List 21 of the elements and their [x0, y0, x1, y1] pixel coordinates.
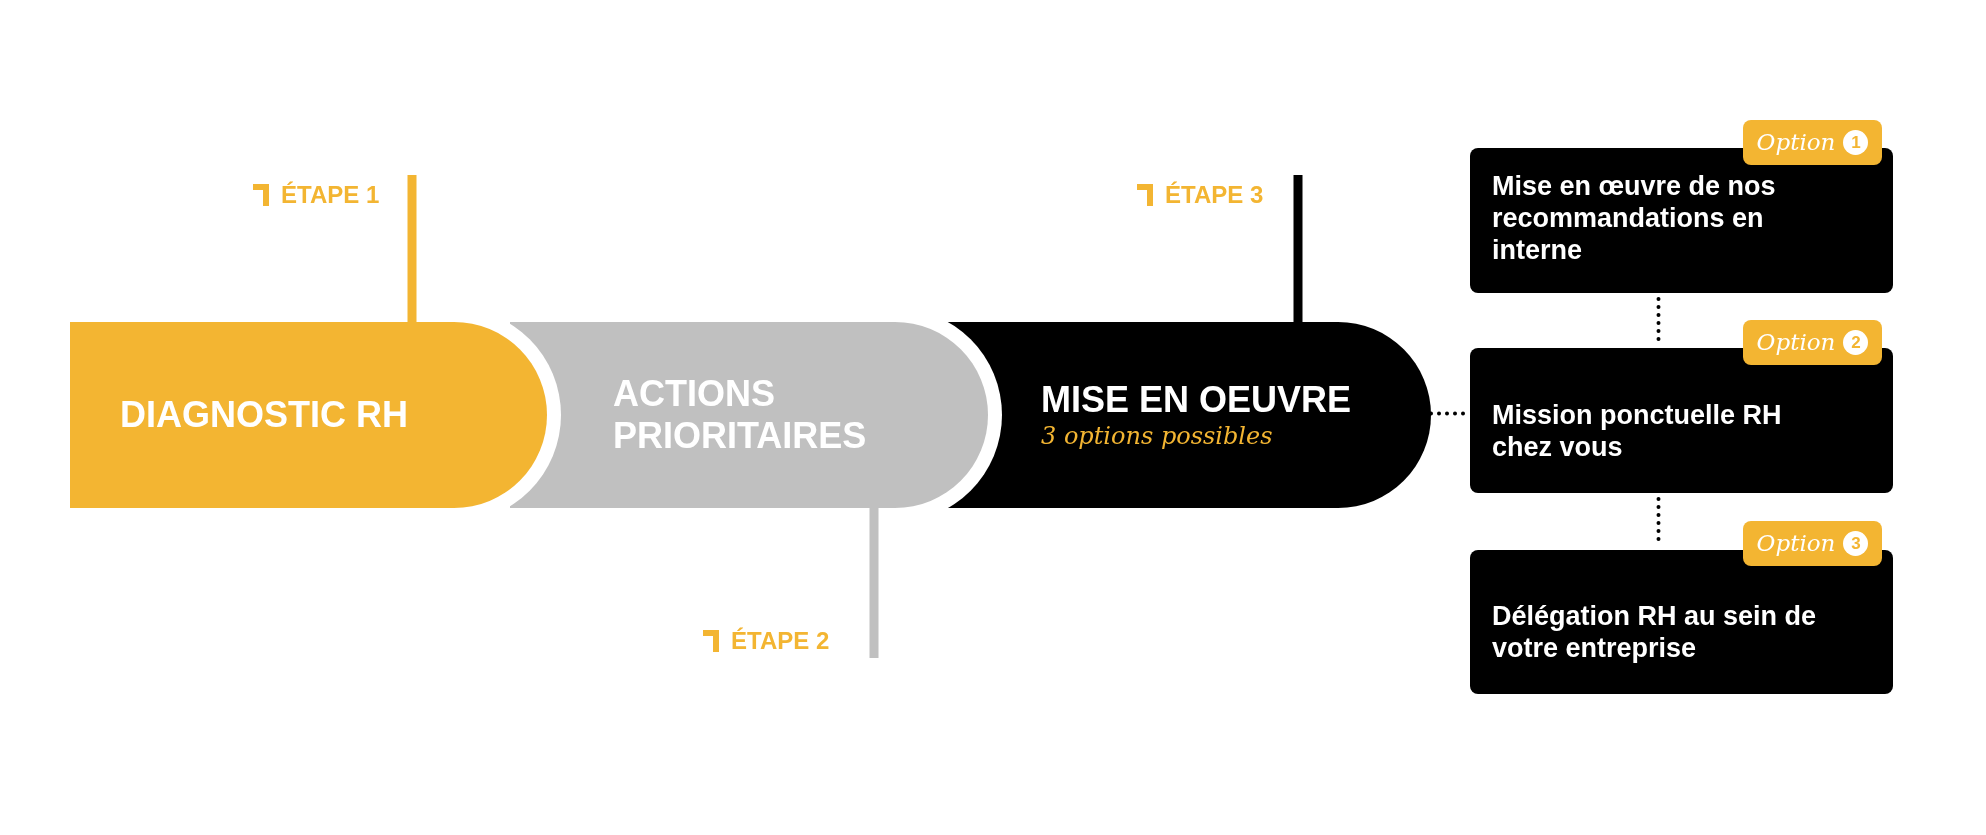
badge-text: Option: [1756, 529, 1836, 559]
step-label: ÉTAPE 3: [1165, 180, 1264, 210]
step-label: ÉTAPE 1: [281, 180, 380, 210]
option-badge: [1743, 521, 1882, 566]
leader-line: [407, 175, 417, 322]
badge-text: Option: [1756, 328, 1836, 358]
option-badge: [1743, 120, 1882, 165]
badge-text: Option: [1756, 128, 1836, 158]
step-label: ÉTAPE 2: [731, 626, 830, 656]
dotted-connector: [1656, 297, 1661, 342]
option-text: Délégation RH au sein de votre entreprise: [1492, 600, 1818, 664]
leader-line: [869, 508, 879, 658]
option-text: Mise en œuvre de nos recommandations en interne: [1492, 170, 1777, 266]
stage-subtitle: 3 options possibles: [1041, 421, 1274, 451]
dotted-connector: [1656, 497, 1661, 544]
option-badge: [1743, 320, 1882, 365]
stage-title: ACTIONS PRIORITAIRES: [613, 373, 868, 457]
leader-line: [1293, 175, 1303, 322]
stage-title: DIAGNOSTIC RH: [120, 394, 409, 436]
option-text: Mission ponctuelle RH chez vous: [1492, 398, 1783, 463]
stage-title: MISE EN OEUVRE: [1041, 379, 1353, 421]
